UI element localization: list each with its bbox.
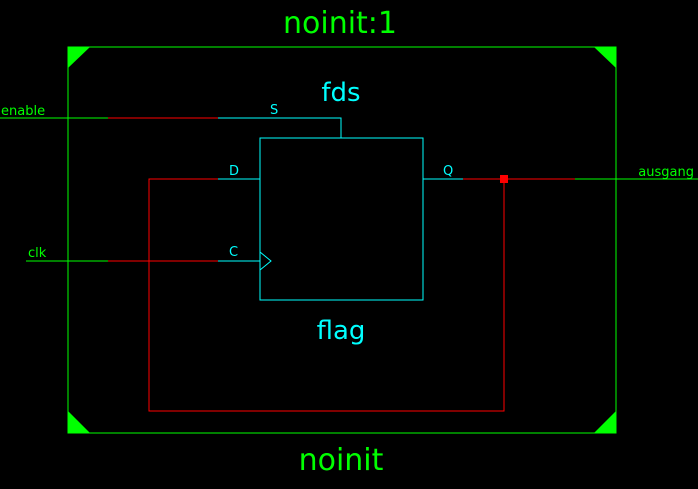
set-pin-stub [218,117,342,138]
module-name: noinit [299,443,384,478]
pin-label-s: S [270,103,278,118]
corner-marker-bottom-left [68,411,90,433]
net-junction-dot [500,175,508,183]
primitive-instance-label: flag [317,316,366,346]
pin-label-d: D [229,164,239,179]
port-label-clk[interactable]: clk [28,246,47,261]
pin-label-c: C [229,245,238,260]
port-label-ausgang[interactable]: ausgang [638,165,694,180]
corner-marker-bottom-right [594,411,616,433]
net-feedback-loop[interactable] [148,178,505,412]
pin-label-q: Q [443,164,453,179]
module-boundary[interactable] [67,46,617,434]
instance-title: noinit:1 [283,6,397,41]
primitive-type-label: fds [321,78,360,108]
corner-marker-top-right [594,47,616,68]
corner-marker-top-left [68,47,90,68]
flip-flop-body[interactable] [259,137,424,301]
clock-edge-icon [259,251,272,271]
port-label-enable[interactable]: enable [1,104,45,119]
